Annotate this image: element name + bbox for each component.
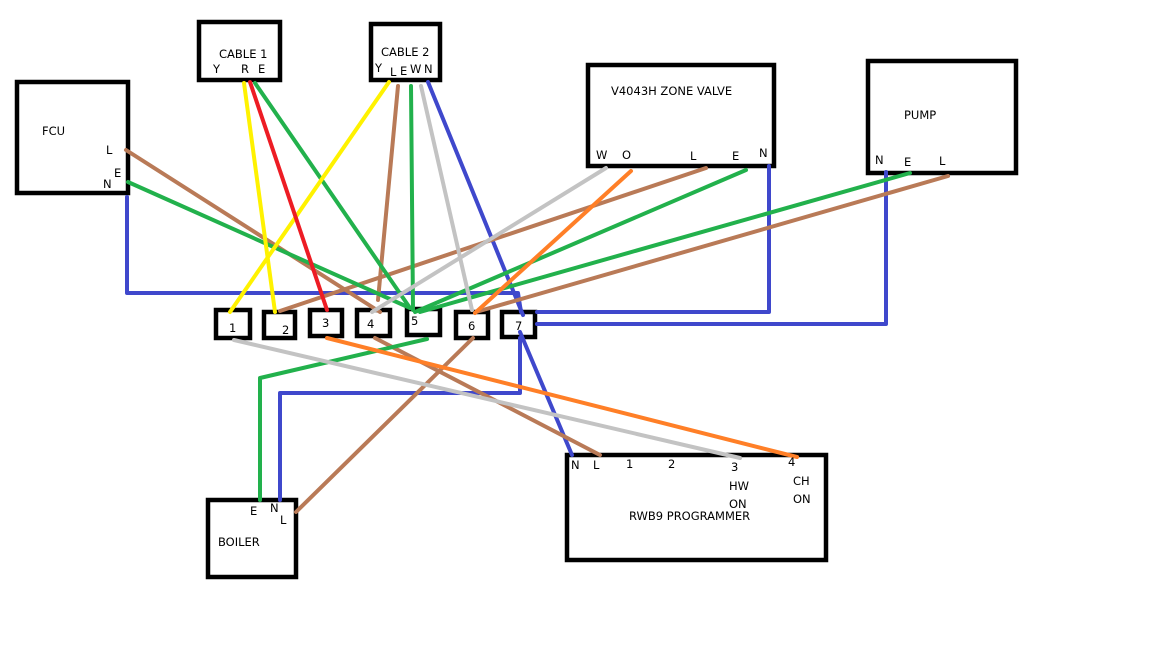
fcu-n-label: N [103, 177, 112, 191]
wire-4-to-programmer-l [373, 336, 602, 457]
wire-3-to-programmer-4 [325, 336, 799, 459]
terminal-4 [354, 307, 393, 339]
wire-pump-n-to-7 [535, 170, 888, 326]
wire-cable2-w-to-6 [419, 84, 474, 312]
terminal-3 [307, 307, 345, 339]
boiler-title: BOILER [218, 535, 260, 549]
zone-l-label: L [690, 149, 697, 163]
wire-cable2-e-to-5 [409, 84, 415, 312]
cable2-box [368, 21, 443, 83]
wire-cable1-y-to-2 [242, 81, 277, 314]
wire-cable2-y-to-1 [228, 80, 391, 314]
cable2-n-label: N [424, 62, 433, 76]
terminal-1 [213, 307, 253, 341]
terminal-3-label: 3 [322, 316, 329, 330]
programmer-box [564, 452, 829, 563]
terminal-1-label: 1 [229, 321, 236, 335]
terminal-2-label: 2 [282, 323, 289, 337]
terminal-5 [404, 306, 443, 338]
fcu-title: FCU [42, 124, 65, 138]
terminal-strip [213, 306, 538, 341]
programmer-1-label: 1 [626, 457, 633, 471]
programmer-hw-on-label: ON [729, 497, 747, 511]
pump-l-label: L [939, 154, 946, 168]
cable2-y-label: Y [374, 61, 383, 75]
terminal-6-label: 6 [468, 319, 475, 333]
programmer-n-label: N [571, 458, 580, 472]
zone-n-label: N [759, 146, 768, 160]
wire-5-to-boiler-e [258, 337, 429, 502]
cable2-title: CABLE 2 [381, 45, 429, 59]
programmer-3-label: 3 [731, 460, 738, 474]
wire-cable1-e-to-5 [253, 81, 412, 310]
programmer-2-label: 2 [668, 457, 675, 471]
cable1-e-label: E [258, 62, 265, 76]
boiler-l-label: L [280, 513, 287, 527]
zone-w-label: W [596, 148, 607, 162]
pump-box [865, 58, 1019, 176]
pump-e-label: E [904, 155, 911, 169]
wire-7-to-boiler-n [278, 336, 522, 502]
fcu-box [14, 79, 131, 196]
cable1-y-label: Y [212, 62, 221, 76]
fcu-l-label: L [106, 143, 113, 157]
wire-fcu-l-to-4 [124, 148, 382, 314]
zone-valve-title: V4043H ZONE VALVE [611, 84, 732, 98]
pump-title: PUMP [904, 108, 936, 122]
wire-pump-l-to-6 [474, 174, 950, 314]
zone-o-label: O [622, 148, 631, 162]
wire-cable1-r-to-3 [248, 80, 329, 312]
terminal-5-label: 5 [411, 314, 418, 328]
programmer-4-label: 4 [788, 455, 795, 469]
pump-n-label: N [875, 153, 884, 167]
terminal-7-label: 7 [515, 319, 522, 333]
cable2-e-label: E [400, 64, 407, 78]
wire-1-to-programmer-3 [232, 338, 742, 460]
terminal-4-label: 4 [367, 317, 374, 331]
boiler-n-label: N [270, 501, 279, 515]
zone-valve-box [585, 62, 777, 169]
wire-zone-o-to-6 [473, 169, 633, 315]
boiler-box [205, 497, 299, 580]
programmer-hw-label: HW [729, 479, 749, 493]
cable2-w-label: W [410, 62, 421, 76]
programmer-l-label: L [593, 458, 600, 472]
cable2-l-label: L [390, 65, 397, 79]
wire-cable2-n-to-7 [426, 80, 525, 317]
zone-e-label: E [732, 149, 739, 163]
programmer-title: RWB9 PROGRAMMER [629, 509, 750, 523]
cable1-box [196, 19, 283, 83]
wire-fcu-e-to-5 [126, 180, 412, 310]
wires [124, 80, 950, 514]
cable1-title: CABLE 1 [219, 47, 267, 61]
terminal-2 [261, 309, 298, 341]
wire-zone-w-to-4 [370, 166, 608, 314]
programmer-ch-label: CH [793, 474, 810, 488]
boiler-e-label: E [250, 504, 257, 518]
programmer-ch-on-label: ON [793, 492, 811, 506]
wire-zone-e-to-5 [413, 168, 748, 314]
fcu-e-label: E [114, 166, 121, 180]
cable1-r-label: R [241, 62, 249, 76]
